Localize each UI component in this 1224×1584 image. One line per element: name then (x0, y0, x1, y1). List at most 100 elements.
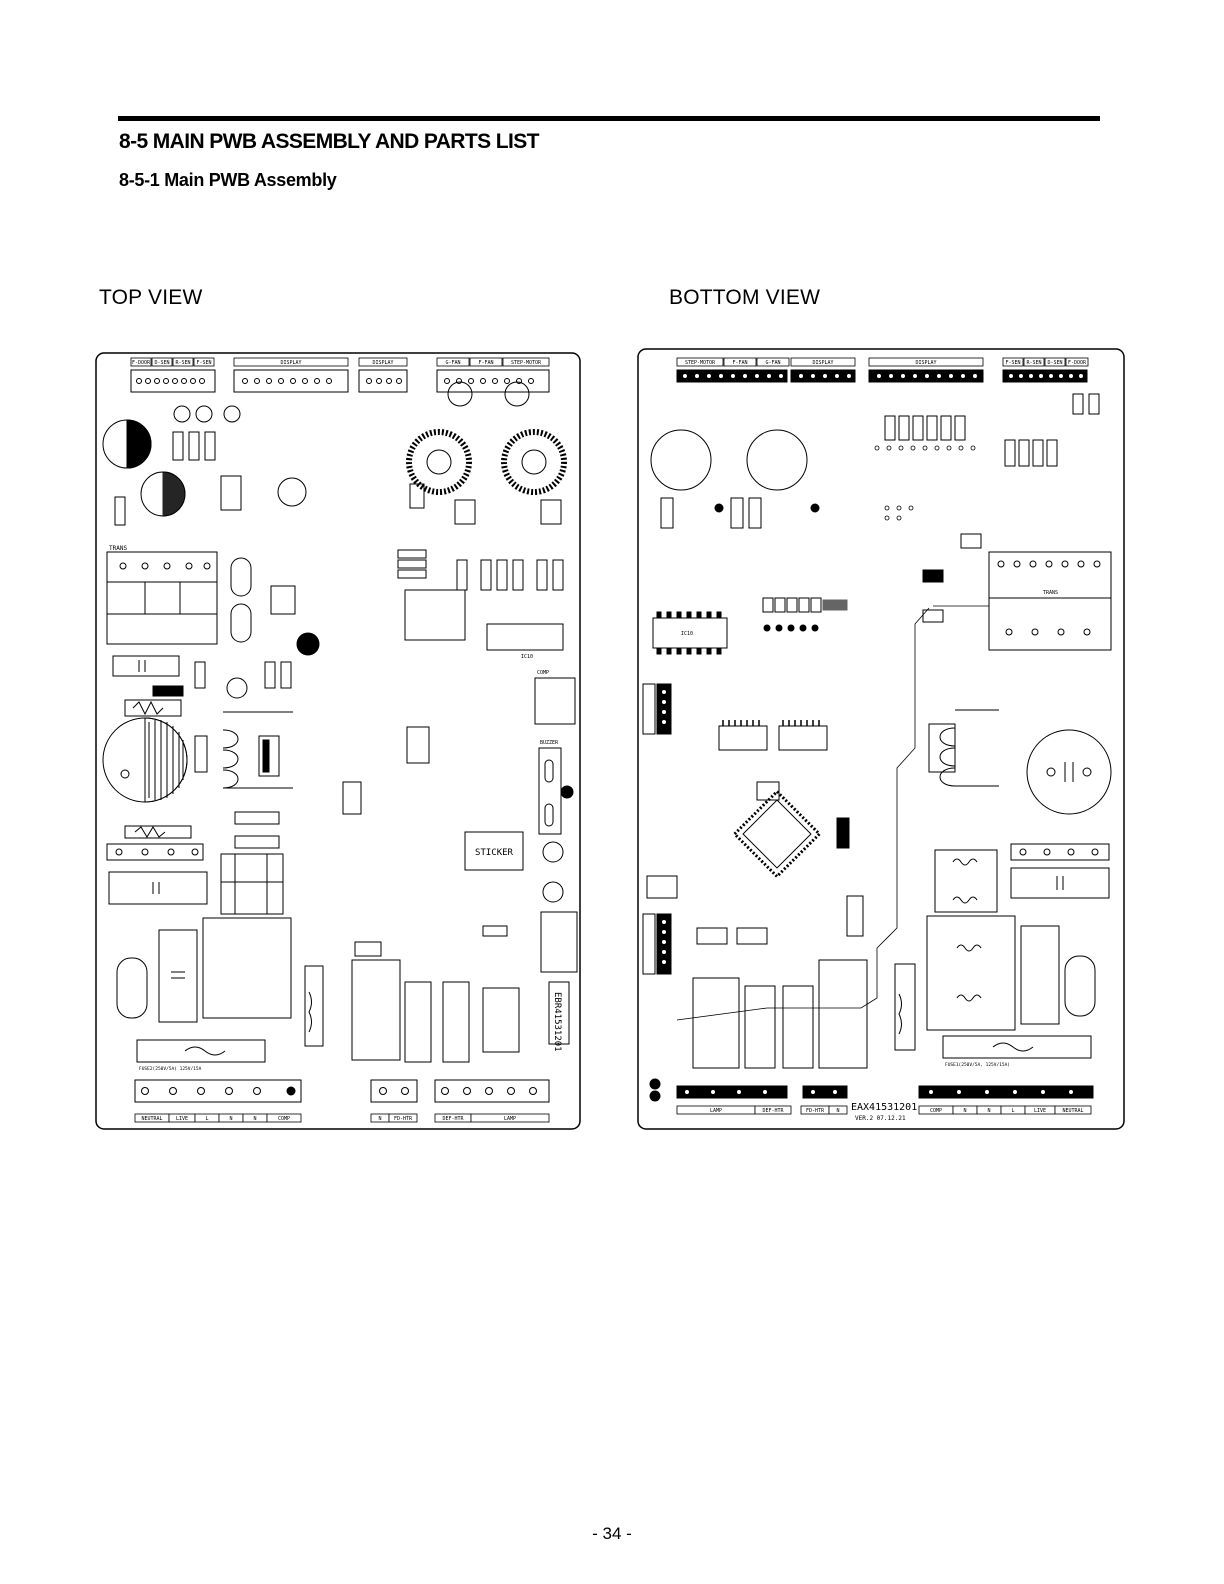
page-number: - 34 - (592, 1524, 632, 1543)
connector-label-g-fan: G-FAN (445, 360, 460, 366)
top-connectors (130, 369, 550, 393)
b-connector-label-f-fan: F-FAN (732, 360, 747, 366)
bottom-label-fd-htr: FD-HTR (394, 1116, 413, 1122)
b-connector-label-d-sen: D-SEN (1047, 360, 1062, 366)
oval-parts (230, 557, 320, 656)
top-view-label: TOP VIEW (99, 286, 203, 309)
b-connector-label-f-sen: F-SEN (1005, 360, 1020, 366)
bottom-inductor-circles (650, 429, 820, 513)
bottom-label-l: L (205, 1116, 208, 1122)
ic10-label: IC10 (521, 654, 533, 660)
via-dots (874, 445, 976, 521)
board-version: VER.2 07.12.21 (855, 1115, 906, 1122)
sticker-label: STICKER (475, 848, 514, 858)
transformer-label: TRANS (109, 545, 127, 552)
bottom-label-live: LIVE (176, 1116, 188, 1122)
small-parts-middle (114, 475, 562, 526)
comp-label: COMP (537, 670, 549, 676)
bottom-bottom-connector-labels: LAMP DEF-HTR FD-HTR N COMP N N L LIVE NE… (676, 1105, 1092, 1115)
subsection-title: 8-5-1 Main PWB Assembly (119, 170, 337, 190)
bottom-soic-ics (718, 720, 828, 751)
bottom-connector-labels: NEUTRAL LIVE L N N COMP N FD-HTR DEF-HTR… (134, 1113, 550, 1123)
connector-label-r-sen: R-SEN (175, 360, 190, 366)
board-part-number: EAX41531201 (851, 1102, 917, 1113)
bottom-cn-row (1010, 843, 1110, 899)
heatsink-hs1 (222, 711, 293, 789)
bottom-top-connector-labels: STEP-MOTOR F-FAN G-FAN DISPLAY DISPLAY F… (676, 357, 1089, 367)
b-connector-label-r-sen: R-SEN (1026, 360, 1041, 366)
section-title: 8-5 MAIN PWB ASSEMBLY AND PARTS LIST (119, 130, 539, 153)
mid-resistors (124, 726, 430, 849)
bottom-transformer: TRANS (988, 551, 1112, 651)
bottom-heatsink (928, 709, 999, 787)
capacitor-ce1 (102, 717, 208, 803)
trace-lines (676, 605, 989, 1021)
fuse-label: FUSE2(250V/5A) 125V/15A (139, 1066, 202, 1072)
b-bottom-label-live: LIVE (1034, 1108, 1046, 1114)
bottom-label-n2: N (253, 1116, 256, 1122)
toroid-inductors (406, 429, 567, 495)
connector-label-step-motor: STEP-MOTOR (511, 360, 542, 366)
bottom-fuse-horizontal: FUSE1(250V/5A, 125V/15A) (942, 1035, 1092, 1068)
b-connector-label-f-door: F-DOOR (1068, 360, 1087, 366)
connector-label-f-sen: F-SEN (196, 360, 211, 366)
b-bottom-label-l: L (1011, 1108, 1014, 1114)
bottom-left-connectors (642, 683, 678, 975)
resistor-array-top-left (172, 431, 216, 461)
bottom-label-n1: N (229, 1116, 232, 1122)
bottom-view-label: BOTTOM VIEW (669, 286, 821, 309)
b-connector-label-display-1: DISPLAY (812, 360, 833, 366)
b-bottom-label-n3: N (987, 1108, 990, 1114)
buzzer: BUZZER (538, 740, 574, 835)
buzzer-label: BUZZER (540, 740, 559, 746)
capacitor-ce4 (102, 419, 152, 469)
b-bottom-label-comp: COMP (930, 1108, 942, 1114)
bottom-label-comp: COMP (278, 1116, 290, 1122)
b-bottom-label-lamp: LAMP (710, 1108, 722, 1114)
inductor-block-l1 (220, 853, 284, 915)
comp-connector-right: COMP (534, 670, 576, 725)
b-bottom-label-n1: N (836, 1108, 839, 1114)
b-bottom-label-neutral: NEUTRAL (1062, 1108, 1083, 1114)
bottom-view-board: STEP-MOTOR F-FAN G-FAN DISPLAY DISPLAY F… (637, 348, 1125, 1130)
b-connector-label-g-fan: G-FAN (765, 360, 780, 366)
connector-label-display-1: DISPLAY (280, 360, 301, 366)
b-bottom-label-def-htr: DEF-HTR (762, 1108, 784, 1114)
capacitor-ce2 (140, 471, 186, 517)
bottom-label-lamp: LAMP (504, 1116, 516, 1122)
smd-pad-block (762, 597, 848, 632)
bottom-l2-block (934, 849, 998, 913)
bottom-label-def-htr: DEF-HTR (442, 1116, 464, 1122)
b-fuse1-label: FUSE1(250V/5A, 125V/15A) (945, 1062, 1010, 1068)
side-code: EBR41531201 (552, 992, 562, 1052)
sticker: STICKER (464, 831, 524, 871)
bottom-l1-block (926, 915, 1096, 1031)
top-view-board: F-DOOR D-SEN R-SEN F-SEN DISPLAY DISPLAY… (95, 352, 581, 1130)
bottom-top-pads (676, 369, 1088, 383)
top-connector-labels: F-DOOR D-SEN R-SEN F-SEN DISPLAY DISPLAY… (130, 357, 550, 367)
transistor-row (173, 381, 530, 423)
connector-label-display-2: DISPLAY (372, 360, 393, 366)
connector-label-f-door: F-DOOR (132, 360, 151, 366)
bottom-label-neutral: NEUTRAL (141, 1116, 162, 1122)
fuse-vertical (304, 965, 324, 1047)
b-bottom-label-fd-htr: FD-HTR (806, 1108, 825, 1114)
connector-label-f-fan: F-FAN (478, 360, 493, 366)
bottom-bottom-pads (649, 1078, 1094, 1102)
transformer: TRANS (106, 545, 218, 645)
connector-label-d-sen: D-SEN (154, 360, 169, 366)
right-side-connector (540, 841, 578, 973)
fuse-horizontal: FUSE2(250V/5A) 125V/15A (136, 1039, 266, 1072)
bottom-label-n3: N (378, 1116, 381, 1122)
b-bottom-label-n2: N (963, 1108, 966, 1114)
left-middle-parts (112, 655, 292, 717)
bottom-resistor-cluster (884, 393, 1100, 467)
b-connector-label-display-2: DISPLAY (915, 360, 936, 366)
bottom-mcu-ic1 (732, 789, 822, 879)
bottom-relays (692, 959, 916, 1069)
b-transformer-label: TRANS (1043, 590, 1058, 596)
b-ic10-label: IC10 (681, 631, 693, 637)
relays (351, 925, 570, 1063)
bottom-capacitor-ce1 (1026, 729, 1112, 815)
bottom-misc-parts (660, 497, 982, 945)
